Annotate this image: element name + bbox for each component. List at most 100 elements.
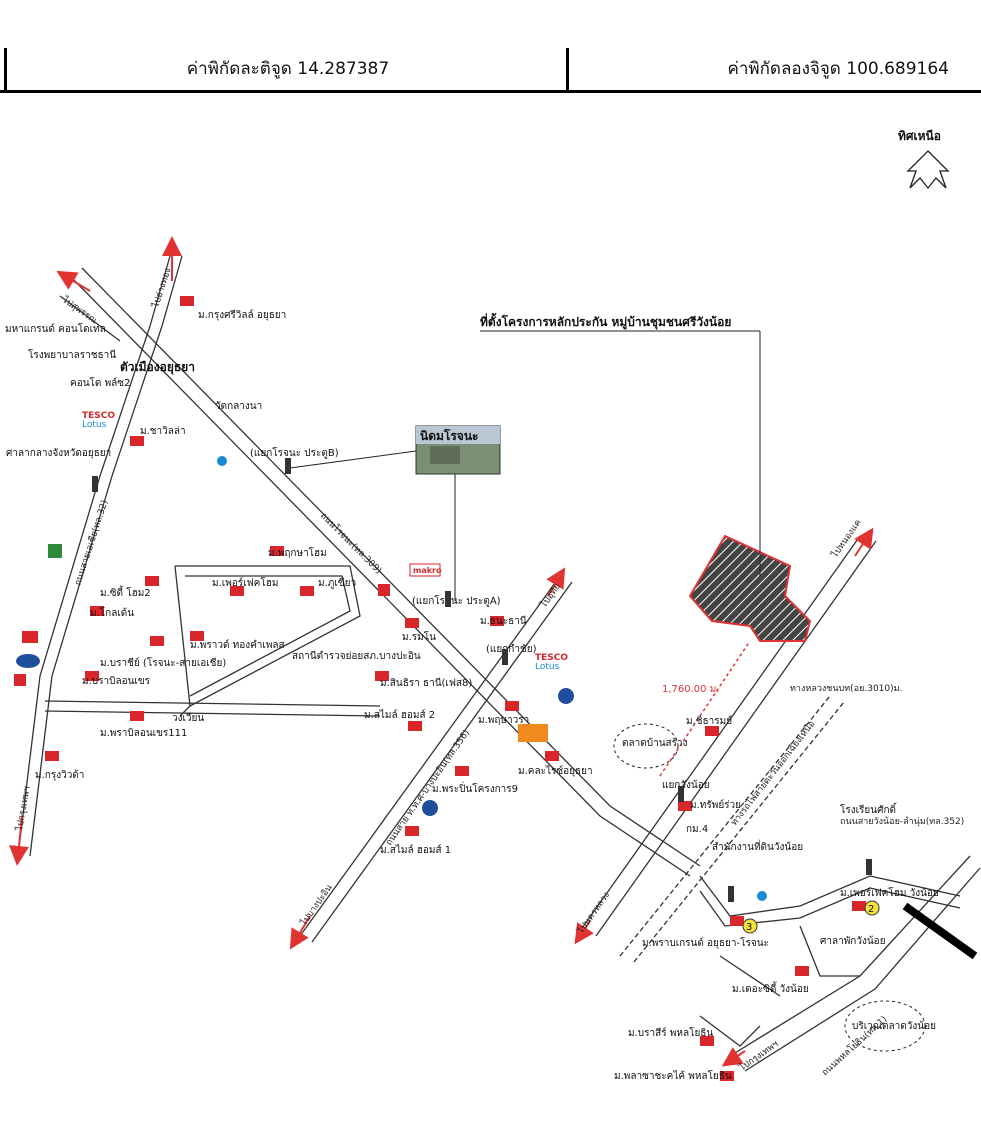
nissan-icon xyxy=(22,631,38,643)
village-9: ม.บราชีย์ (โรจนะ-สายเอเชีย) xyxy=(100,636,226,669)
arrow-suphan xyxy=(56,270,91,292)
label-road-rural: ทางหลวงชนบท(อย.3010)ม. xyxy=(790,684,902,694)
svg-text:ม.พฤกษาโฮม: ม.พฤกษาโฮม xyxy=(268,546,327,559)
longitude-label: ค่าพิกัดลองจิจูด 100.689164 xyxy=(566,48,965,90)
ptt-icon xyxy=(558,688,574,704)
arrow-bangkok-w xyxy=(9,815,29,866)
road-bangpain-b xyxy=(311,581,573,943)
svg-text:ม.ธนะธานี: ม.ธนะธานี xyxy=(480,615,527,627)
village-16: ม.สไมล์ ฮอมส์ 2 xyxy=(364,709,435,731)
arrow-uthai xyxy=(546,567,566,597)
road-phahon-b xyxy=(744,867,981,1072)
loop-road-b xyxy=(185,575,351,697)
svg-text:ม.เพอร์เฟคโฮม วังน้อย: ม.เพอร์เฟคโฮม วังน้อย xyxy=(840,886,939,899)
project-parcel xyxy=(688,534,812,642)
arrow-bangpain xyxy=(289,915,311,950)
tesco-top-sub: Lotus xyxy=(82,420,107,430)
svg-text:ม.พฤษาวรา: ม.พฤษาวรา xyxy=(478,715,529,726)
svg-text:ม.สไมล์ ฮอมส์ 1: ม.สไมล์ ฮอมส์ 1 xyxy=(380,844,451,856)
distance-label: 1,760.00 ม. xyxy=(662,684,719,695)
landmark-labels: ศาลากลางจังหวัดอยุธยา ตัวเมืองอยุธยา มหา… xyxy=(5,322,936,1032)
label-market-wangnoi: บริเวณตลาดวังน้อย xyxy=(852,1020,936,1032)
location-map: ทิศเหนือ xyxy=(5,129,981,1082)
village-20: ม.สไมล์ ฮอมส์ 1 xyxy=(380,826,451,856)
rojana-photo: นิดมโรจนะ xyxy=(415,425,501,475)
label-school: โรงเรียนศักดิ์ xyxy=(840,802,898,816)
svg-text:ม.บราชีย์ (โรจนะ-สายเอเชีย): ม.บราชีย์ (โรจนะ-สายเอเชีย) xyxy=(100,656,226,669)
village-27: ม.เพอร์เฟคโฮม วังน้อย xyxy=(840,886,939,911)
latitude-label: ค่าพิกัดละติจูด 14.287387 xyxy=(4,48,569,90)
road-lower-a xyxy=(44,700,381,707)
loop-left xyxy=(174,565,191,717)
svg-text:ม.คละไรซ์อยุธยา: ม.คละไรซ์อยุธยา xyxy=(518,765,593,777)
svg-text:ม.สินธิรา ธานี(เฟส8): ม.สินธิรา ธานี(เฟส8) xyxy=(380,677,472,689)
road-bangpain-a xyxy=(299,575,561,937)
tesco-top-logo: TESCO xyxy=(82,411,115,421)
road-asia-a xyxy=(17,255,171,857)
road-rojana-b xyxy=(81,267,701,867)
road-lower-b xyxy=(44,710,381,717)
label-ayutthaya-center: ศาลากลางจังหวัดอยุธยา xyxy=(6,448,111,459)
label-to-bangpain: ไปบางปะอิน xyxy=(298,882,335,928)
label-circle: วงเวียน xyxy=(172,712,204,724)
loop-road-a xyxy=(175,565,361,707)
village-labels: ม.กรุงศรีวิลล์ อยุธยา ม.ชาวิลล่า ม.ซิตี้… xyxy=(35,296,939,1082)
village-24: ม.เดอะซิตี้ วังน้อย xyxy=(732,966,809,995)
village-10: ม.บราบิลอนเขร xyxy=(82,671,151,687)
number-markers: 3 2 xyxy=(742,900,880,934)
svg-text:ม.พระปิ่นโครงการ9: ม.พระปิ่นโครงการ9 xyxy=(432,781,518,795)
village-21: ม.ชิธารมย์ xyxy=(686,715,732,736)
village-22: ม.ทรัพย์ร่วย xyxy=(678,799,741,811)
road-labels: ถนนโรจนะ(ทล.309) ถนนสายเอเชีย(ทล.32) ถนน… xyxy=(72,499,964,1079)
tesco-mid-logo: TESCO xyxy=(535,653,568,663)
svg-text:ม.พลาซาชะคไค้ พหลโยธิน: ม.พลาซาชะคไค้ พหลโยธิน xyxy=(614,1069,732,1082)
road-wangnoi-b xyxy=(699,887,961,927)
svg-text:ม.โกลเด้น: ม.โกลเด้น xyxy=(90,606,134,619)
label-grand: มหาแกรนด์ คอนโดเทล xyxy=(5,322,106,335)
label-to-angthong: ไปอ่างทอง xyxy=(150,267,173,310)
label-kv-a: (แยกกำชัย) xyxy=(486,644,537,655)
svg-text:ม.ชิธารมย์: ม.ชิธารมย์ xyxy=(686,715,732,727)
road-link-a xyxy=(799,925,860,977)
road-network xyxy=(17,255,981,1072)
label-police: สถานีตำรวจย่อยสภ.บางปะอิน xyxy=(292,650,421,662)
marker-2: 2 xyxy=(868,904,874,915)
header-divider xyxy=(0,90,981,93)
sos-icon xyxy=(518,724,548,742)
svg-text:ม.ทรัพย์ร่วย: ม.ทรัพย์ร่วย xyxy=(690,799,741,811)
svg-text:ม.ชาวิลล่า: ม.ชาวิลล่า xyxy=(140,426,186,437)
village-1: ม.กรุงศรีวิลล์ อยุธยา xyxy=(180,296,286,321)
label-wangnoi-station: ศาลาพักวังน้อย xyxy=(820,935,886,947)
road-link-b xyxy=(699,1015,761,1047)
svg-text:ม.กรุงวิวด้า: ม.กรุงวิวด้า xyxy=(35,769,84,781)
label-wat: วัดกลางนา xyxy=(215,401,262,412)
village-3: ม.ซิตี้ โฮม2 xyxy=(100,576,159,599)
photo-pointer-2 xyxy=(289,450,417,469)
village-7: ม.ภูเขียว xyxy=(300,577,356,596)
arrow-nakhonluang xyxy=(574,920,594,945)
label-to-uthai: ไปอุทัย xyxy=(538,581,563,610)
village-12: ม.กรุงวิวด้า xyxy=(35,751,84,781)
label-hospital: โรงพยาบาลราชธานี xyxy=(28,348,116,361)
mc-icon-2 xyxy=(378,584,390,596)
arrow-bangkok-e xyxy=(721,1047,746,1067)
railway-crossing-icon xyxy=(902,902,978,960)
label-gate-a: (แยกโรจนะ ประตูA) xyxy=(412,594,501,607)
road-wangnoi-a xyxy=(699,875,961,917)
village-18: ม.คละไรซ์อยุธยา xyxy=(518,751,593,777)
svg-text:ม.พราบเกรนด์ อยุธยา-โรจนะ: ม.พราบเกรนด์ อยุธยา-โรจนะ xyxy=(642,936,769,949)
brand-logos: TESCO Lotus TESCO Lotus makro xyxy=(14,411,767,901)
label-wangnoi-int: แยกวังน้อย xyxy=(662,779,710,791)
village-25: ม.บราสีร์ พหลโยธิน xyxy=(628,1026,714,1046)
label-district: สำนักงานที่ดินวังน้อย xyxy=(712,839,803,853)
village-15: ม.สินธิรา ธานี(เฟส8) xyxy=(375,671,472,689)
svg-text:ม.บราบิลอนเขร: ม.บราบิลอนเขร xyxy=(82,676,151,687)
label-to-nakhonluang: ไปนครหลวง xyxy=(575,890,612,937)
arrow-nongkhae xyxy=(854,527,874,557)
village-26: ม.พลาซาชะคไค้ พหลโยธิน xyxy=(614,1069,734,1082)
label-condo: คอนโด พล์ซ2 xyxy=(70,376,130,389)
shop-icon xyxy=(48,544,62,558)
label-railway: ทางรถไฟสายตะวันออกเฉียงเหนือ xyxy=(729,719,818,828)
gas-station-icon xyxy=(217,456,227,466)
village-14: ม.ธนะธานี xyxy=(480,615,527,627)
